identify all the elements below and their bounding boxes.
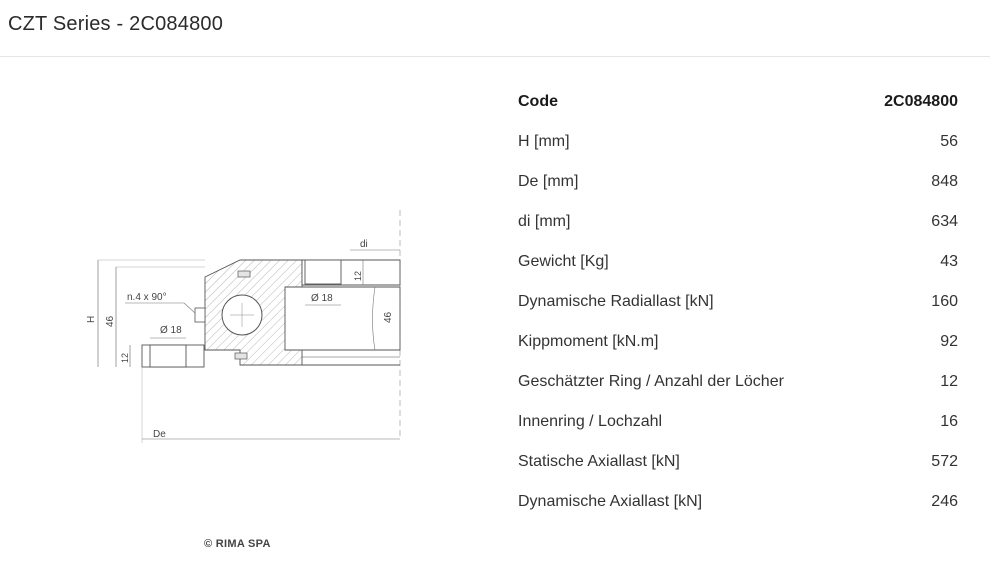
spec-header-value: 2C084800	[884, 93, 958, 110]
spec-value: 160	[931, 293, 958, 310]
d18-outer-label: Ø 18	[160, 325, 182, 336]
holes-label: n.4 x 90°	[127, 292, 167, 303]
bearing-cross-section-svg: H 46 12 n.4 x 90° Ø 18 Ø 18 12 46 di De	[86, 210, 401, 443]
spec-value: 848	[931, 173, 958, 190]
technical-drawing: H 46 12 n.4 x 90° Ø 18 Ø 18 12 46 di De	[80, 205, 410, 450]
copyright-notice: © RIMA SPA	[204, 538, 271, 550]
spec-label: Dynamische Radiallast [kN]	[518, 293, 714, 310]
page-header: CZT Series - 2C084800	[0, 0, 990, 57]
spec-value: 634	[931, 213, 958, 230]
dim-46-left-label: 46	[105, 315, 116, 327]
spec-label: Geschätzter Ring / Anzahl der Löcher	[518, 373, 784, 390]
dim-di-label: di	[360, 239, 368, 250]
dim-46-right-line	[372, 286, 376, 351]
dim-46-right-label: 46	[383, 311, 394, 323]
spec-value: 92	[940, 333, 958, 350]
seal-bottom-icon	[234, 352, 248, 360]
spec-row: Gewicht [Kg] 43	[518, 242, 958, 282]
spec-value: 12	[940, 373, 958, 390]
spec-value: 246	[931, 493, 958, 510]
spec-label: Gewicht [Kg]	[518, 253, 609, 270]
dim-12-label: 12	[120, 353, 130, 363]
spec-label: H [mm]	[518, 133, 570, 150]
spec-row: Geschätzter Ring / Anzahl der Löcher 12	[518, 362, 958, 402]
dim-de-label: De	[153, 429, 166, 440]
spec-row: di [mm] 634	[518, 202, 958, 242]
spec-table: Code 2C084800 H [mm] 56 De [mm] 848 di […	[518, 82, 958, 522]
d18-inner-label: Ø 18	[311, 293, 333, 304]
spec-label: Innenring / Lochzahl	[518, 413, 663, 430]
spec-label: Kippmoment [kN.m]	[518, 333, 659, 350]
seal-top-icon	[237, 270, 251, 278]
spec-value: 16	[940, 413, 958, 430]
spec-row: Dynamische Radiallast [kN] 160	[518, 282, 958, 322]
spec-label: di [mm]	[518, 213, 571, 230]
spec-row: Statische Axiallast [kN] 572	[518, 442, 958, 482]
spec-header-label: Code	[518, 93, 558, 110]
spec-value: 43	[940, 253, 958, 270]
spec-row: Kippmoment [kN.m] 92	[518, 322, 958, 362]
outer-flange-hole	[149, 344, 187, 368]
holes-leader-2	[183, 302, 196, 314]
spec-row: H [mm] 56	[518, 122, 958, 162]
spec-row: Dynamische Axiallast [kN] 246	[518, 482, 958, 522]
spec-value: 572	[931, 453, 958, 470]
spec-label: Dynamische Axiallast [kN]	[518, 493, 703, 510]
spec-row: De [mm] 848	[518, 162, 958, 202]
page-title: CZT Series - 2C084800	[8, 13, 224, 35]
inner-ring-hole	[304, 259, 342, 285]
dim-h-label: H	[86, 316, 97, 323]
spec-label: Statische Axiallast [kN]	[518, 453, 680, 470]
spec-header-row: Code 2C084800	[518, 82, 958, 122]
spec-row: Innenring / Lochzahl 16	[518, 402, 958, 442]
inner-ring-body	[285, 286, 401, 351]
spec-label: De [mm]	[518, 173, 579, 190]
grease-nipple-icon	[194, 307, 206, 323]
dim-12-inner-label: 12	[353, 271, 363, 281]
spec-value: 56	[940, 133, 958, 150]
